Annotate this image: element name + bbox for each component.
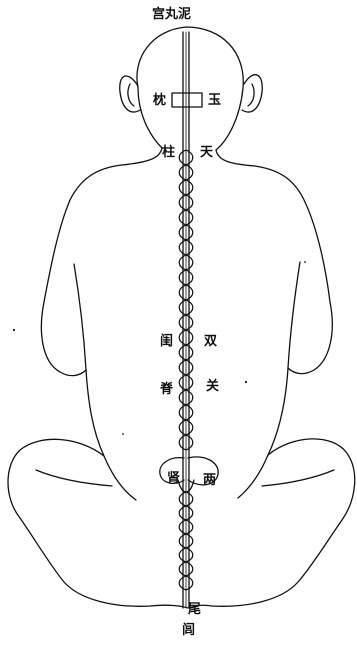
label-pass: 关: [206, 380, 219, 393]
jade-pillow-box: [172, 93, 202, 107]
left-arm-outline: [41, 200, 86, 376]
right-torso-side: [238, 368, 288, 498]
left-torso-side: [86, 370, 136, 500]
left-thigh-inner: [36, 470, 112, 486]
label-pair: 双: [204, 335, 217, 348]
left-ear-inner: [128, 84, 134, 106]
label-pillar: 柱: [162, 146, 175, 159]
label-both: 两: [203, 474, 216, 487]
right-ear-outline: [242, 75, 262, 112]
left-arm-inner: [74, 264, 86, 370]
right-thigh-inner: [262, 470, 334, 486]
label-niwan-palace: 宫丸泥: [152, 8, 191, 21]
label-spine: 脊: [160, 383, 173, 396]
label-heaven: 天: [200, 146, 213, 159]
label-pillow: 枕: [153, 94, 166, 107]
head-outline: [137, 27, 243, 150]
left-knee-outline: [8, 439, 188, 608]
right-neck-shoulder: [216, 150, 305, 202]
label-clamp: 闺: [160, 335, 173, 348]
right-arm-inner: [288, 262, 300, 368]
right-ear-inner: [248, 84, 254, 106]
right-arm-outline: [288, 202, 332, 374]
label-kidney: 肾: [167, 472, 180, 485]
label-tail: 尾: [188, 603, 201, 616]
label-gate: 闾: [182, 624, 195, 637]
label-jade: 玉: [208, 94, 221, 107]
left-neck-shoulder: [70, 148, 162, 200]
